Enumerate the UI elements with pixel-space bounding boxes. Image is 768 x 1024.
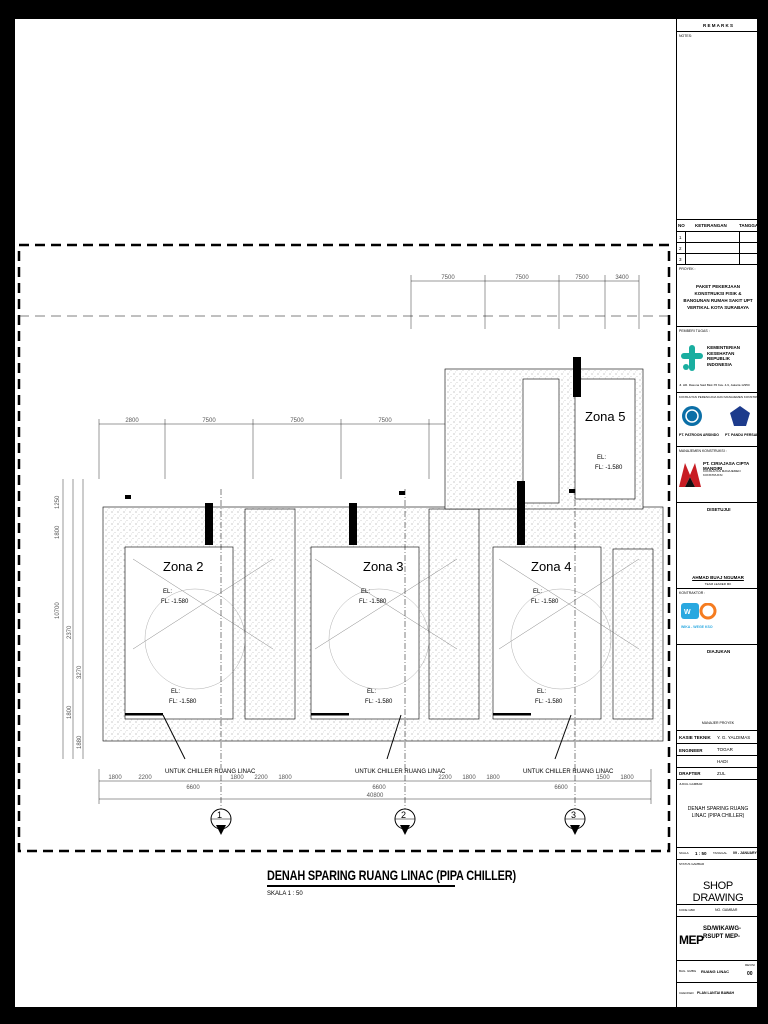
svg-text:FL: -1.580: FL: -1.580	[161, 599, 189, 605]
svg-text:UNTUK CHILLER RUANG LINAC: UNTUK CHILLER RUANG LINAC	[523, 769, 614, 775]
scale-date-row: SKALA 1 : 50 TANGGAL 09 - JANUARY - 2023	[677, 848, 768, 860]
revision-row: 2	[677, 243, 759, 254]
drawing-sheet: Zona 2 Zona 3 Zona 4 Zona 5 EL: FL: -1.5…	[14, 18, 768, 1008]
svg-text:EL:: EL:	[361, 589, 370, 595]
svg-text:7500: 7500	[378, 418, 392, 424]
svg-text:1800: 1800	[67, 705, 73, 719]
svg-text:3270: 3270	[77, 665, 83, 679]
svg-text:6600: 6600	[372, 785, 386, 791]
svg-text:1800: 1800	[108, 775, 122, 781]
svg-text:1500: 1500	[596, 775, 610, 781]
zone-label: Zona 2	[163, 559, 203, 574]
svg-text:7500: 7500	[202, 418, 216, 424]
svg-text:2800: 2800	[125, 418, 139, 424]
revision-header: NO KETERANGAN TANGGAL	[677, 220, 761, 232]
svg-text:UNTUK CHILLER RUANG LINAC: UNTUK CHILLER RUANG LINAC	[165, 769, 256, 775]
pandu-logo-icon	[730, 406, 750, 426]
zone-label: Zona 3	[363, 559, 403, 574]
svg-text:FL: -1.580: FL: -1.580	[531, 599, 559, 605]
svg-text:FL: -1.580: FL: -1.580	[535, 699, 563, 705]
svg-text:EL:: EL:	[367, 689, 376, 695]
kemkes-logo-icon	[681, 345, 703, 371]
zone-label: Zona 4	[531, 559, 571, 574]
svg-text:EL:: EL:	[171, 689, 180, 695]
svg-text:W: W	[684, 609, 691, 616]
svg-text:1800: 1800	[486, 775, 500, 781]
discipline-code: MEP	[679, 933, 704, 947]
svg-text:2200: 2200	[138, 775, 152, 781]
svg-text:FL: -1.580: FL: -1.580	[365, 699, 393, 705]
svg-text:1250: 1250	[55, 495, 61, 509]
svg-text:EL:: EL:	[597, 455, 606, 461]
svg-text:7500: 7500	[290, 418, 304, 424]
staff-row: KASIE TEKNIK Y. G. YALDIMAS	[677, 731, 759, 744]
zone-2-block	[102, 506, 664, 742]
svg-text:EL:: EL:	[163, 589, 172, 595]
status-section: STATUS GAMBAR SHOP DRAWING	[677, 860, 759, 905]
mk-section: MANAJEMEN KONSTRUKSI : PT. CIRIAJASA CIP…	[677, 447, 759, 503]
svg-text:2200: 2200	[254, 775, 268, 781]
svg-text:1800: 1800	[55, 525, 61, 539]
title-block: R E M A R K S NOTES: NO KETERANGAN TANGG…	[676, 19, 768, 1007]
svg-text:7500: 7500	[575, 275, 589, 281]
plan-title-underline	[267, 885, 455, 887]
svg-text:7500: 7500	[515, 275, 529, 281]
svg-text:40800: 40800	[367, 793, 384, 799]
drawing-number: SD/WIKAWG-RSUPT MEP-	[703, 926, 741, 940]
svg-text:EL:: EL:	[537, 689, 546, 695]
staff-row: DRAFTER ZUL	[677, 768, 759, 780]
plan-scale: SKALA 1 : 50	[267, 891, 303, 897]
svg-text:3: 3	[571, 810, 576, 820]
checked-row: CHECKED PLAN LANTAI BAWAH	[679, 991, 735, 995]
wika-wege-logo-icon: W	[681, 603, 717, 620]
svg-text:10700: 10700	[55, 602, 61, 619]
svg-text:6600: 6600	[186, 785, 200, 791]
status-value: SHOP DRAWING	[692, 880, 744, 904]
ciriajasa-logo-icon	[679, 463, 701, 487]
remarks-header: R E M A R K S	[677, 19, 759, 32]
svg-text:2370: 2370	[67, 625, 73, 639]
staff-row: HADI	[677, 756, 759, 768]
bag-row: BAG. GMBG RUANG LINAC REVISI 00	[677, 961, 759, 983]
project-section: PROYEK : PAKET PEKERJAAN KONSTRUKSI FISI…	[677, 265, 759, 327]
svg-text:1800: 1800	[278, 775, 292, 781]
owner-section: PEMBERI TUGAS : KEMENTERIAN KESEHATAN RE…	[677, 327, 759, 393]
plan-title: DENAH SPARING RUANG LINAC (PIPA CHILLER)	[267, 867, 516, 883]
svg-text:2: 2	[401, 810, 406, 820]
svg-text:FL: -1.580: FL: -1.580	[359, 599, 387, 605]
svg-text:1880: 1880	[77, 735, 83, 749]
grid-bubble-1: 1	[210, 808, 232, 835]
svg-text:FL: -1.580: FL: -1.580	[169, 699, 197, 705]
code-header-row: KODE GBR NO. GAMBAR	[677, 905, 759, 917]
consultant-section: KONSULTAN PERENCANA DAN MANAJEMEN KONSTR…	[677, 393, 765, 447]
grid-bubble-2: 2	[394, 808, 416, 835]
plan-boundary	[17, 243, 671, 853]
revision-row: 1	[677, 232, 759, 243]
staff-row: ENGINEER TOGAR	[677, 744, 759, 756]
drawing-title-section: JUDUL GAMBAR DENAH SPARING RUANG LINAC (…	[677, 780, 759, 848]
drawing-area: Zona 2 Zona 3 Zona 4 Zona 5 EL: FL: -1.5…	[15, 19, 676, 1007]
patroon-logo-icon	[682, 406, 702, 426]
svg-text:EL:: EL:	[533, 589, 542, 595]
submitted-section: DIAJUKAN MANAJER PROYEK	[677, 645, 759, 731]
svg-text:1800: 1800	[230, 775, 244, 781]
svg-text:6600: 6600	[554, 785, 568, 791]
revision-row: 3	[677, 254, 759, 265]
svg-text:3400: 3400	[615, 275, 629, 281]
svg-text:1: 1	[217, 810, 222, 820]
svg-text:7500: 7500	[441, 275, 455, 281]
svg-text:1800: 1800	[620, 775, 634, 781]
svg-text:2200: 2200	[438, 775, 452, 781]
approval-section: DISETUJUI AHMAD BUAJ NGUMAR TEAM LEADER …	[677, 503, 759, 589]
drawing-number-section: MEP SD/WIKAWG-RSUPT MEP-	[677, 917, 759, 961]
notes-area: NOTES:	[677, 32, 759, 220]
grid-bubble-3: 3	[564, 808, 586, 835]
floor-plan: Zona 2 Zona 3 Zona 4 Zona 5 EL: FL: -1.5…	[17, 243, 671, 853]
contractor-section: KONTRAKTOR : W WIKA - WEGE KSO	[677, 589, 759, 645]
svg-text:1800: 1800	[462, 775, 476, 781]
zone-5-block	[444, 368, 644, 510]
zone-label: Zona 5	[585, 409, 625, 424]
svg-text:FL: -1.580: FL: -1.580	[595, 465, 623, 471]
svg-text:UNTUK CHILLER RUANG LINAC: UNTUK CHILLER RUANG LINAC	[355, 769, 446, 775]
